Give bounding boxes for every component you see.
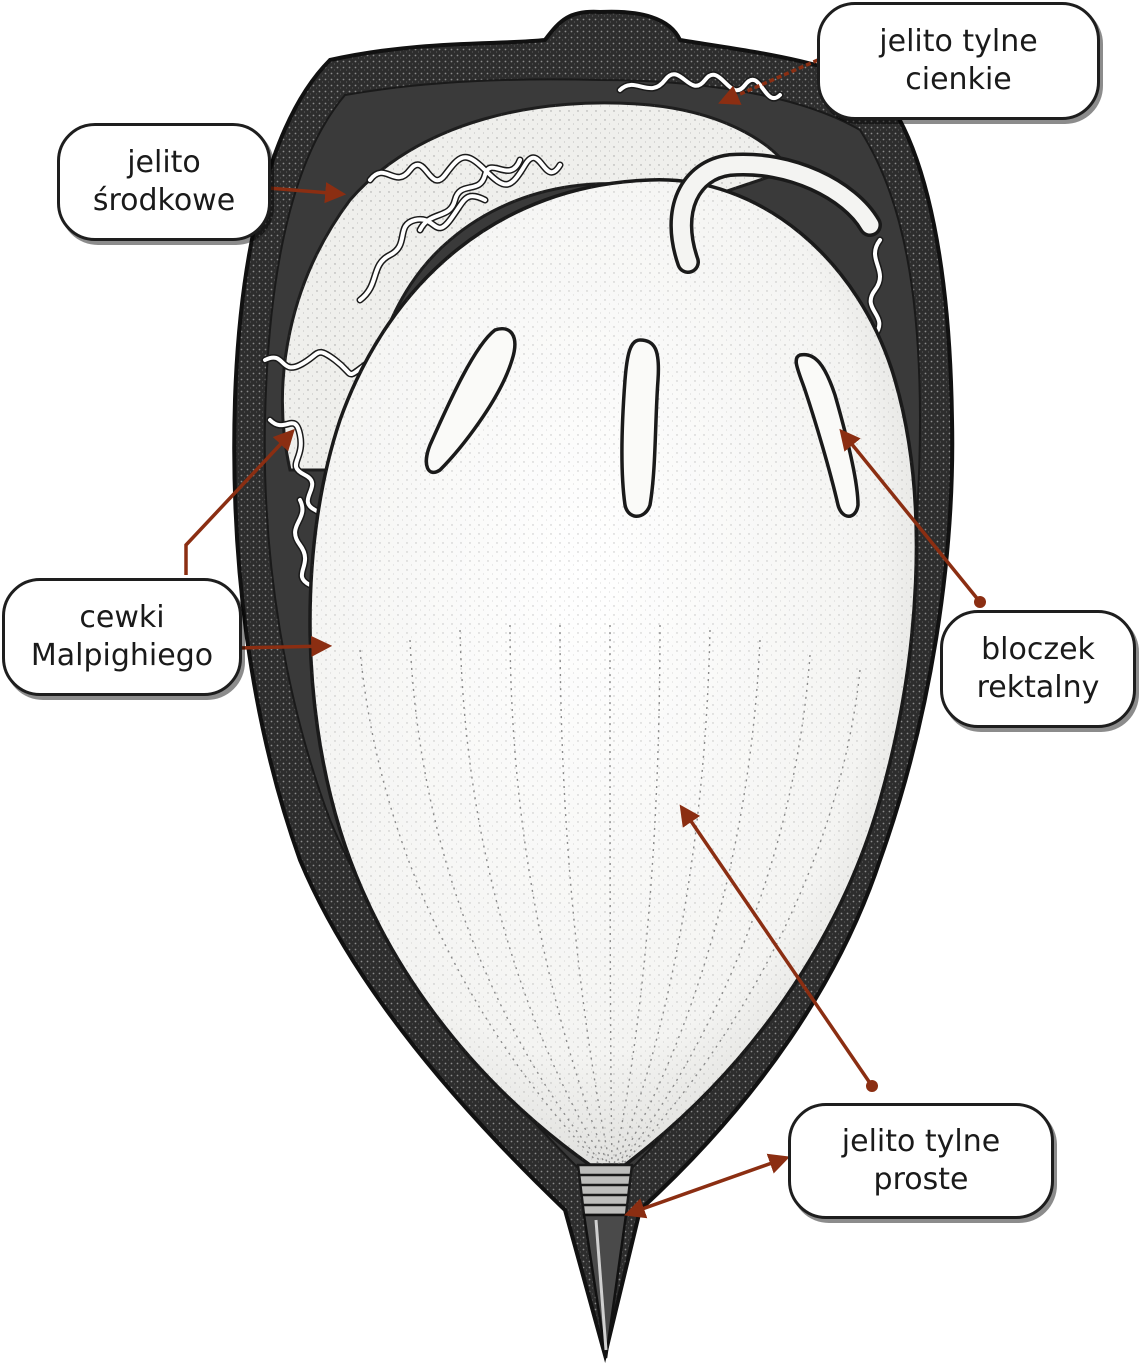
label-jelito-tylne-proste: jelito tylne proste — [788, 1103, 1054, 1219]
label-jelito-tylne-cienkie: jelito tylne cienkie — [817, 2, 1100, 120]
label-jelito-tylne-proste-line1: jelito tylne — [842, 1123, 1000, 1161]
label-jelito-srodkowe: jelito środkowe — [57, 123, 271, 241]
label-cewki-malpighiego: cewki Malpighiego — [2, 578, 242, 696]
label-jelito-tylne-proste-line2: proste — [874, 1161, 969, 1199]
label-jelito-srodkowe-line2: środkowe — [93, 182, 235, 220]
label-bloczek-rektalny-line2: rektalny — [977, 669, 1100, 707]
label-jelito-tylne-cienkie-line2: cienkie — [905, 61, 1011, 99]
anal-segments — [578, 1165, 632, 1215]
label-bloczek-rektalny: bloczek rektalny — [940, 610, 1136, 728]
label-cewki-malpighiego-line1: cewki — [79, 599, 164, 637]
label-jelito-srodkowe-line1: jelito — [127, 144, 201, 182]
label-jelito-tylne-cienkie-line1: jelito tylne — [879, 23, 1037, 61]
arrow-cewki-malpighiego-lower — [238, 646, 328, 648]
label-bloczek-rektalny-line1: bloczek — [981, 631, 1095, 669]
label-cewki-malpighiego-line2: Malpighiego — [31, 637, 213, 675]
